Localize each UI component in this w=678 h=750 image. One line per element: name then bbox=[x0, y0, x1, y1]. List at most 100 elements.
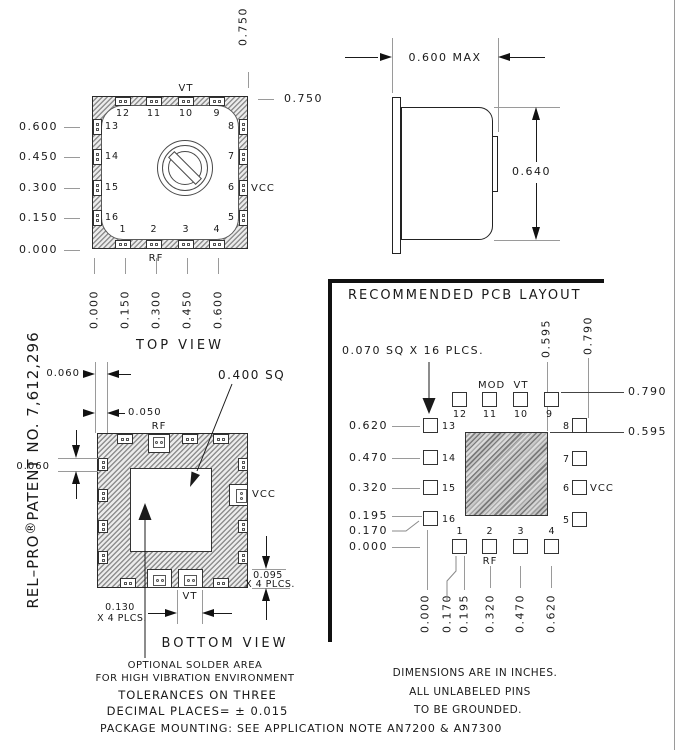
pin-number: 9 bbox=[213, 108, 221, 119]
dim-tick bbox=[64, 218, 80, 219]
bv-pad bbox=[238, 551, 248, 564]
note-tolerance-1: TOLERANCES ON THREE bbox=[118, 688, 277, 702]
pcb-pad-note: 0.070 SQ X 16 PLCS. bbox=[342, 344, 485, 357]
dim-label-width: 0.750 bbox=[284, 92, 323, 105]
pin-number: 9 bbox=[546, 409, 554, 420]
ext-line bbox=[177, 590, 178, 624]
bv-pad-rf bbox=[148, 434, 170, 453]
dim-label: X 4 PLCS. bbox=[97, 613, 147, 624]
pad-pin-8 bbox=[239, 119, 248, 135]
side-view-tab bbox=[492, 136, 498, 192]
pad-pin-9 bbox=[209, 97, 225, 106]
pad-pin-4 bbox=[209, 240, 225, 249]
dim-label: 0.320 bbox=[483, 594, 497, 633]
pin-number: 12 bbox=[115, 108, 131, 119]
dim-tick bbox=[125, 258, 126, 274]
dim-arrow bbox=[165, 609, 177, 617]
pcb-panel-left-border bbox=[328, 279, 332, 642]
pin-number: 8 bbox=[227, 121, 235, 132]
dim-label: 0.195 bbox=[349, 509, 388, 522]
dim-label: 0.450 bbox=[19, 150, 58, 163]
pin-number: 10 bbox=[178, 108, 194, 119]
pcb-pad-1 bbox=[452, 539, 467, 554]
registered-trademark-icon: ® bbox=[24, 520, 39, 535]
dim-label: 0.050 bbox=[128, 407, 162, 418]
dim-label: 0.060 bbox=[46, 368, 80, 379]
ext-line bbox=[464, 556, 465, 590]
pin-number: 2 bbox=[150, 224, 158, 235]
rf-port-label: RF bbox=[151, 421, 167, 432]
pcb-center-ground-pad bbox=[465, 432, 548, 516]
pcb-pad-6 bbox=[572, 480, 587, 495]
pcb-pad-3 bbox=[513, 539, 528, 554]
pcb-pad-5 bbox=[572, 512, 587, 527]
dim-label: 0.790 bbox=[581, 316, 595, 355]
pin-number: 3 bbox=[182, 224, 190, 235]
bottom-view-solder-area bbox=[130, 468, 212, 552]
dim-label: 0.130 bbox=[105, 602, 135, 613]
pin-number: 13 bbox=[105, 121, 120, 132]
pin-number: 15 bbox=[105, 182, 120, 193]
dim-label: 0.790 bbox=[628, 385, 667, 398]
dim-arrow bbox=[83, 370, 95, 378]
tuning-screw-head bbox=[168, 151, 202, 185]
bottom-view-title: BOTTOM VIEW bbox=[161, 636, 289, 651]
side-view-flange bbox=[392, 97, 401, 254]
dim-label: 0.300 bbox=[19, 181, 58, 194]
dim-arrow bbox=[532, 227, 540, 240]
ext-line bbox=[107, 362, 108, 433]
dim-line bbox=[148, 613, 165, 614]
note-solder-1: OPTIONAL SOLDER AREA bbox=[127, 660, 263, 671]
dim-label: 0.195 bbox=[457, 594, 471, 633]
rf-port-label: RF bbox=[482, 556, 498, 567]
side-view-body bbox=[401, 107, 493, 240]
dim-tick bbox=[64, 188, 80, 189]
pcb-panel-top-border bbox=[328, 279, 604, 283]
note-solder-2: FOR HIGH VIBRATION ENVIRONMENT bbox=[95, 673, 295, 684]
pad-pin-15 bbox=[93, 180, 102, 196]
top-view-title: TOP VIEW bbox=[136, 338, 224, 353]
pin-number: 5 bbox=[227, 212, 235, 223]
pin-number: 14 bbox=[105, 151, 120, 162]
dim-label: 0.595 bbox=[628, 425, 667, 438]
bv-pad-mod bbox=[147, 569, 172, 588]
dim-tick bbox=[94, 258, 95, 274]
dim-tick bbox=[392, 547, 420, 548]
dim-tick bbox=[187, 258, 188, 274]
dim-label: 0.000 bbox=[87, 290, 101, 329]
pin-number: 12 bbox=[452, 409, 468, 420]
pad-pin-2 bbox=[146, 240, 162, 249]
pin-number: 2 bbox=[486, 526, 494, 537]
dim-label: 0.600 bbox=[211, 290, 225, 329]
dim-tick bbox=[156, 258, 157, 274]
note-ground-1: ALL UNLABELED PINS bbox=[409, 686, 531, 698]
pin-number: 7 bbox=[562, 454, 570, 465]
dim-line bbox=[536, 183, 537, 227]
pcb-pad-10 bbox=[513, 392, 528, 407]
dim-label: 0.000 bbox=[19, 243, 58, 256]
dim-line bbox=[510, 57, 545, 58]
dim-label: 0.320 bbox=[349, 481, 388, 494]
dim-arrow bbox=[83, 409, 95, 417]
pad-pin-6 bbox=[239, 180, 248, 196]
pad-pin-13 bbox=[93, 119, 102, 135]
brand-label: REL–PRO bbox=[24, 534, 42, 609]
dim-label: 0.595 bbox=[539, 319, 553, 358]
ext-line bbox=[490, 566, 491, 588]
dim-label-side-width: 0.600 MAX bbox=[408, 51, 482, 64]
dim-label: X 4 PLCS. bbox=[245, 579, 295, 590]
dim-label: 0.000 bbox=[418, 594, 432, 633]
ext-line bbox=[498, 38, 499, 132]
pad-pin-3 bbox=[178, 240, 194, 249]
pin-number: 16 bbox=[442, 514, 457, 525]
pcb-layout-title: RECOMMENDED PCB LAYOUT bbox=[348, 288, 582, 303]
pcb-pad-13 bbox=[423, 418, 438, 433]
bv-pad bbox=[182, 434, 198, 444]
pin-number: 13 bbox=[442, 421, 457, 432]
dim-tick bbox=[392, 488, 420, 489]
pin-number: 15 bbox=[442, 483, 457, 494]
dim-line bbox=[266, 536, 267, 556]
pcb-pad-14 bbox=[423, 450, 438, 465]
dim-arrow bbox=[532, 107, 540, 120]
bv-pad bbox=[98, 520, 108, 533]
